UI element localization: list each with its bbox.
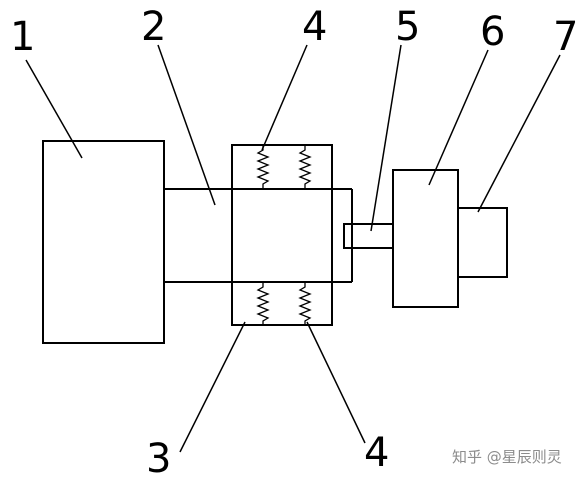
spring-top-left: [256, 145, 270, 189]
label-6: 6: [480, 9, 505, 55]
spring-top-right: [298, 145, 312, 189]
component-6-block: [392, 169, 459, 308]
leader-line-3: [179, 321, 246, 453]
leader-line-7: [477, 54, 561, 213]
label-2: 2: [141, 4, 166, 50]
label-5: 5: [395, 4, 420, 50]
spring-bottom-right: [298, 282, 312, 325]
leader-line-4-top: [261, 44, 308, 151]
label-4-top: 4: [302, 4, 327, 50]
leader-line-6: [428, 49, 489, 186]
label-4-bottom: 4: [364, 430, 389, 476]
label-7: 7: [553, 14, 578, 60]
leader-line-5: [370, 44, 402, 232]
housing-frame: [231, 144, 333, 326]
leader-line-4-bottom: [306, 321, 366, 444]
component-1-block: [42, 140, 165, 344]
leader-line-2: [157, 44, 216, 206]
label-3: 3: [146, 436, 171, 482]
spring-bottom-left: [256, 282, 270, 325]
watermark: 知乎 @星辰则灵: [452, 448, 562, 466]
label-1: 1: [10, 14, 35, 60]
component-7-block: [457, 207, 508, 278]
leader-line-1: [25, 59, 83, 159]
